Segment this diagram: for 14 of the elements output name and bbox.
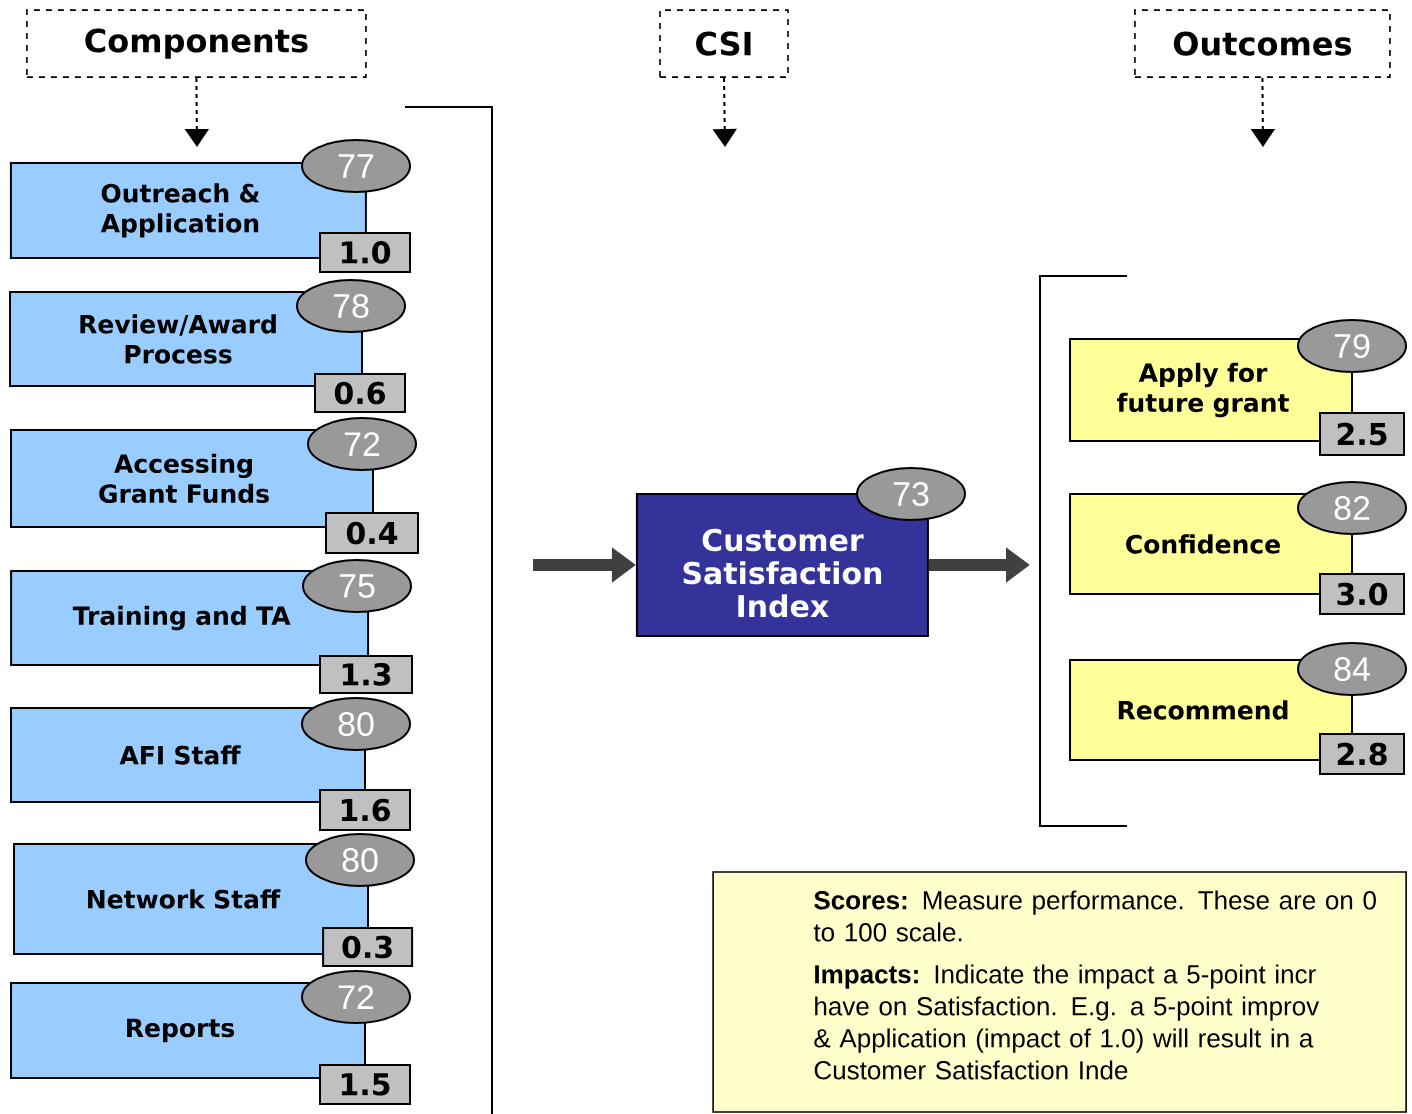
note-box: Scores: Measure performance. These are on 0 to 100 scale. Impacts: Indicate the impact a 5-point incr have on Satisfaction. E.g. a 5-point improv & Application (impact of 1.0) will result in a Customer Satisfaction Inde xyxy=(712,871,1407,1113)
impact-box: 0.3 xyxy=(322,927,414,967)
impact-box: 1.6 xyxy=(319,789,411,831)
impact-box: 2.5 xyxy=(1319,412,1405,456)
impact-box: 1.0 xyxy=(319,231,411,273)
impact-box: 1.5 xyxy=(319,1063,411,1105)
impact-box: 2.8 xyxy=(1319,733,1405,775)
impact-box: 0.4 xyxy=(325,512,419,554)
header-box: Outcomes xyxy=(1134,9,1391,78)
header-box: Components xyxy=(26,9,367,78)
impact-box: 1.3 xyxy=(319,654,413,694)
header-box: CSI xyxy=(659,9,789,78)
impact-box: 0.6 xyxy=(314,373,406,413)
impact-box: 3.0 xyxy=(1319,573,1405,615)
